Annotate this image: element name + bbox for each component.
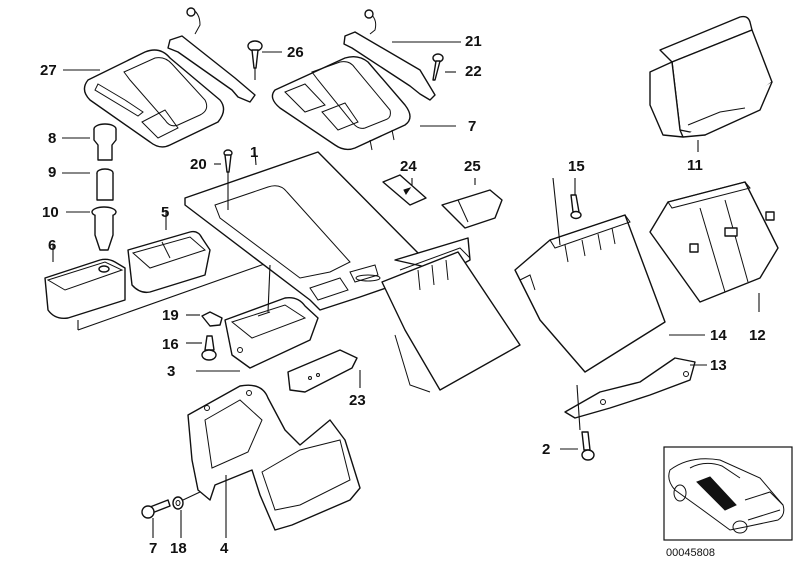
callout-12[interactable]: 12 [749, 327, 766, 344]
callout-9[interactable]: 9 [48, 164, 56, 181]
part-cup-holder-12[interactable] [649, 181, 779, 303]
callout-1[interactable]: 1 [250, 144, 258, 161]
callout-6[interactable]: 6 [48, 237, 56, 254]
part-washer-18[interactable] [172, 491, 201, 510]
part-cover-23[interactable] [287, 349, 358, 393]
callout-2[interactable]: 2 [542, 441, 550, 458]
part-shifter-trim-7[interactable] [271, 55, 411, 151]
callout-15[interactable]: 15 [568, 158, 585, 175]
callout-10[interactable]: 10 [42, 204, 59, 221]
part-button-cover-24[interactable] [382, 174, 427, 206]
part-screw-17[interactable] [141, 499, 171, 519]
part-shifter-trim-27[interactable] [83, 49, 225, 148]
part-screw-2[interactable] [581, 431, 595, 461]
callout-7[interactable]: 7 [468, 118, 476, 135]
part-illumination-strip-21[interactable] [343, 9, 436, 101]
callout-3[interactable]: 3 [167, 363, 175, 380]
callout-21[interactable]: 21 [465, 33, 482, 50]
callout-4[interactable]: 4 [220, 540, 229, 557]
callout-8[interactable]: 8 [48, 130, 56, 147]
part-trim-clip-25[interactable] [441, 189, 503, 229]
callout-20[interactable]: 20 [190, 156, 207, 173]
callout-16[interactable]: 16 [162, 336, 179, 353]
callout-11[interactable]: 11 [687, 157, 703, 174]
callout-13[interactable]: 13 [710, 357, 727, 374]
part-bracket-13[interactable] [564, 357, 696, 419]
callout-17[interactable]: 7 [149, 540, 157, 557]
part-lighter-element-9[interactable] [96, 168, 114, 201]
part-lighter-socket-10[interactable] [91, 206, 117, 251]
leader-lines [52, 41, 760, 538]
part-clip-nut-19[interactable] [201, 311, 223, 327]
callout-19[interactable]: 19 [162, 307, 179, 324]
part-screw-22[interactable] [432, 53, 444, 81]
callout-18[interactable]: 18 [170, 540, 187, 557]
part-illumination-strip-left[interactable] [167, 7, 256, 103]
part-screw-20[interactable] [223, 149, 233, 210]
part-screw-15[interactable] [570, 194, 582, 220]
part-screw-26[interactable] [247, 40, 263, 80]
callout-27[interactable]: 27 [40, 62, 57, 79]
part-mounting-frame-4[interactable] [187, 384, 361, 531]
part-ashtray-insert-3[interactable] [224, 296, 319, 369]
callout-5[interactable]: 5 [161, 204, 169, 221]
part-storage-compartment-right[interactable] [514, 214, 666, 373]
part-lighter-knob-8[interactable] [93, 123, 117, 161]
part-storage-tray-5[interactable] [127, 230, 211, 294]
callout-26[interactable]: 26 [287, 44, 304, 61]
part-screw-16[interactable] [201, 335, 217, 361]
callout-25[interactable]: 25 [464, 158, 481, 175]
callout-24[interactable]: 24 [400, 158, 417, 175]
part-storage-box-11[interactable] [649, 15, 773, 138]
inset-car-overview: 00045808 [663, 446, 793, 559]
callout-23[interactable]: 23 [349, 392, 366, 409]
part-storage-compartment-14[interactable] [381, 247, 521, 393]
callout-labels: 27 26 21 22 7 8 9 10 20 1 24 25 15 11 5 … [40, 33, 766, 557]
reference-code: 00045808 [666, 547, 715, 559]
callout-22[interactable]: 22 [465, 63, 482, 80]
callout-14[interactable]: 14 [710, 327, 727, 344]
part-ashtray-tray-6[interactable] [44, 258, 126, 320]
